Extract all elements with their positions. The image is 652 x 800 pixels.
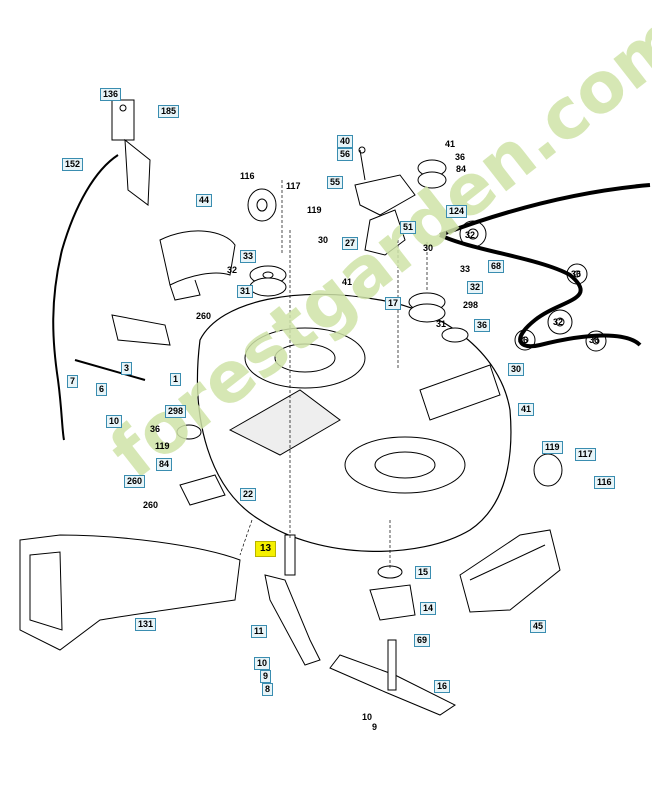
callout-56: 56 — [337, 148, 354, 161]
callout-15: 15 — [415, 566, 432, 579]
callout-116: 116 — [240, 171, 255, 181]
callout-30: 30 — [423, 243, 434, 253]
spindle-shaft — [284, 534, 296, 576]
callout-131: 131 — [135, 618, 157, 631]
callout-68: 68 — [488, 260, 505, 273]
discharge-chute — [159, 230, 236, 286]
callout-51: 51 — [400, 221, 417, 234]
bracket-22 — [179, 474, 226, 506]
callout-32: 32 — [553, 317, 564, 327]
callout-9: 9 — [260, 670, 272, 683]
callout-33: 33 — [240, 250, 257, 263]
cable-bracket — [111, 99, 135, 141]
callout-10: 10 — [254, 657, 271, 670]
callout-31: 31 — [237, 285, 254, 298]
callout-27: 27 — [342, 237, 359, 250]
callout-84: 84 — [156, 458, 173, 471]
control-cable — [52, 154, 119, 441]
callout-8: 8 — [262, 683, 274, 696]
callout-260: 260 — [143, 500, 159, 510]
callout-260: 260 — [124, 475, 146, 488]
callout-6: 6 — [96, 383, 108, 396]
callout-152: 152 — [62, 158, 84, 171]
drive-belt — [439, 183, 651, 349]
callout-10: 10 — [106, 415, 123, 428]
callout-41: 41 — [342, 277, 353, 287]
idler-117 — [247, 188, 277, 222]
callout-119: 119 — [307, 205, 322, 215]
callout-13: 13 — [255, 541, 277, 557]
callout-30: 30 — [318, 235, 329, 245]
bracket-3 — [111, 314, 171, 346]
callout-32: 32 — [467, 281, 484, 294]
callout-119: 119 — [542, 441, 563, 454]
callout-16: 16 — [434, 680, 451, 693]
callout-14: 14 — [420, 602, 437, 615]
callout-10: 10 — [362, 712, 373, 722]
callout-136: 136 — [100, 88, 122, 101]
callout-36: 36 — [589, 335, 600, 345]
callout-17: 17 — [385, 297, 402, 310]
callout-36: 36 — [474, 319, 491, 332]
callout-260: 260 — [196, 311, 212, 321]
callout-9: 9 — [372, 722, 378, 732]
callout-30: 30 — [508, 363, 525, 376]
callout-84: 84 — [456, 164, 467, 174]
callout-117: 117 — [286, 181, 301, 191]
callout-33: 33 — [460, 264, 471, 274]
callout-7: 7 — [67, 375, 79, 388]
callout-22: 22 — [240, 488, 257, 501]
callout-32: 32 — [227, 265, 238, 275]
callout-41: 41 — [518, 403, 535, 416]
callout-298: 298 — [463, 300, 479, 310]
shield-45 — [459, 529, 561, 613]
callout-11: 11 — [251, 625, 267, 638]
callout-185: 185 — [158, 105, 180, 118]
callout-1: 1 — [170, 373, 182, 386]
callout-31: 31 — [436, 319, 447, 329]
callout-3: 3 — [121, 362, 133, 375]
callout-36: 36 — [455, 152, 466, 162]
callout-55: 55 — [327, 176, 344, 189]
callout-36: 36 — [518, 335, 529, 345]
callout-36: 36 — [150, 424, 161, 434]
callout-117: 117 — [575, 448, 596, 461]
callout-40: 40 — [337, 135, 354, 148]
mower-deck — [197, 293, 512, 552]
idler-bracket — [354, 174, 416, 216]
callout-124: 124 — [446, 205, 468, 218]
spindle-housing — [369, 584, 416, 621]
callout-32: 32 — [465, 230, 476, 240]
callout-36: 36 — [571, 269, 582, 279]
callout-116: 116 — [594, 476, 615, 489]
callout-69: 69 — [414, 634, 431, 647]
callout-45: 45 — [530, 620, 547, 633]
callout-44: 44 — [196, 194, 213, 207]
guard-131 — [19, 534, 241, 651]
callout-41: 41 — [445, 139, 456, 149]
callout-119: 119 — [155, 441, 170, 451]
arm-11 — [264, 574, 321, 666]
callout-298: 298 — [165, 405, 187, 418]
